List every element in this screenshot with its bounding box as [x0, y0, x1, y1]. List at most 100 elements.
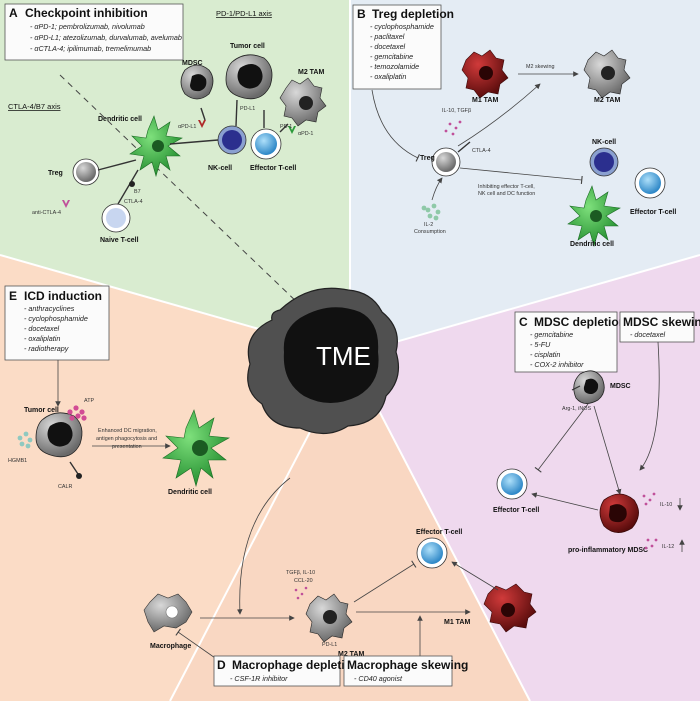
ctla4-axis-label: CTLA-4/B7 axis	[8, 102, 61, 111]
icd-legend-box	[4, 285, 110, 361]
dendritic-cell	[129, 115, 183, 178]
mdsc-skewing-item: - docetaxel	[630, 330, 666, 339]
il10-label: IL-10	[660, 502, 672, 508]
il12-dots	[644, 538, 658, 550]
treg-to-m2-arrow	[457, 83, 541, 147]
effector-t-cell-label: Effector T-cell	[416, 529, 462, 536]
macrophage-depletion-item: - CSF-1R inhibitor	[230, 674, 288, 683]
treg-item: - docetaxel	[370, 42, 406, 51]
checkpoint-legend-box	[4, 3, 184, 61]
mdsc-label: MDSC	[610, 383, 631, 390]
proinf-to-t-arrow	[531, 492, 599, 511]
icd-item: - oxaliplatin	[24, 334, 60, 343]
ccl20-label: CCL-20	[294, 578, 313, 584]
icd-item: - cyclophosphamide	[24, 314, 88, 323]
icd-item: - radiotherapy	[24, 344, 69, 353]
treg-item: - temozolamide	[370, 62, 419, 71]
calr-ligand	[76, 473, 82, 479]
panel-b-treg: B Treg depletion - cyclophosphamide - pa…	[352, 4, 676, 248]
cytokine-dots	[444, 120, 462, 136]
apd1-label: αPD-1	[298, 131, 313, 137]
pdl1-label: PD-L1	[240, 106, 255, 112]
calr-label: CALR	[58, 484, 72, 490]
m2-tam-label: M2 TAM	[594, 97, 620, 104]
skewing-arrow	[639, 341, 660, 471]
treg-item: - gemcitabine	[370, 52, 413, 61]
checkpoint-receptors	[97, 99, 289, 205]
inhibit-label-1: Inhibiting effector T-cell,	[478, 184, 535, 190]
checkpoint-item: - αCTLA-4; ipilimumab, tremelimumab	[30, 44, 151, 53]
checkpoint-item: - αPD-L1; atezolizumab, durvalumab, avel…	[30, 33, 182, 42]
checkpoint-title: Checkpoint inhibition	[25, 6, 148, 20]
tme-label: TME	[316, 341, 371, 371]
tme-cell	[247, 287, 399, 435]
il2-consumption-arrow	[431, 177, 443, 201]
macrophage-label: Macrophage	[150, 643, 191, 650]
antibody-marks	[62, 120, 206, 208]
icd-title: ICD induction	[24, 289, 102, 303]
mdsc-depletion-box	[514, 311, 618, 373]
treg-label: Treg	[420, 155, 435, 162]
nk-cell-label: NK-cell	[592, 139, 616, 146]
m2-inhibit-t-arrow	[353, 560, 417, 603]
icd-tumor-cell	[35, 412, 83, 458]
calr-stalk	[69, 461, 79, 475]
dendritic-cell-label: Dendritic cell	[98, 116, 142, 123]
treg-item: - paclitaxel	[370, 32, 405, 41]
effector-t-cell-label: Effector T-cell	[493, 507, 539, 514]
dendritic-cell-b	[567, 185, 621, 248]
mdsc-item: - 5-FU	[530, 340, 551, 349]
ctla4-label-b: CTLA-4	[472, 148, 491, 154]
tme-to-macrophage-arrow	[236, 477, 291, 615]
effector-t-cell-b	[634, 167, 666, 199]
mdsc-to-proinf-arrow	[593, 405, 622, 495]
panel-a-letter: A	[9, 6, 18, 20]
tumor-cell	[225, 54, 273, 100]
hmgb1-dots	[17, 431, 33, 449]
il2-dots	[421, 203, 441, 221]
dashed-axis-line	[59, 74, 301, 306]
mdsc-item: - gemcitabine	[530, 330, 573, 339]
nk-cell	[217, 125, 247, 155]
panel-b-letter: B	[357, 7, 366, 21]
m1-tam-label: M1 TAM	[472, 97, 498, 104]
panel-e-letter: E	[9, 289, 17, 303]
enhanced-label-2: antigen phagocytosis and	[96, 436, 157, 442]
anti-ctla4-label: anti-CTLA-4	[32, 210, 61, 216]
enhanced-label-3: presentation	[112, 444, 142, 450]
atp-dots	[67, 405, 87, 421]
macrophage-skewing-box	[343, 655, 453, 687]
effector-t-cell-c	[496, 468, 528, 500]
treg-legend-box	[352, 4, 442, 90]
pdl1-label: PD-L1	[322, 642, 337, 648]
panel-d-macrophage: Macrophage M2 TAM TGFβ, IL-10 CCL-20 PD-…	[143, 477, 537, 687]
m2-tam-label: M2 TAM	[298, 69, 324, 76]
effector-t-cell	[250, 128, 282, 160]
b7-ligand	[129, 181, 135, 187]
naive-t-cell-label: Naive T-cell	[100, 237, 139, 244]
ctla4-receptor	[457, 141, 471, 153]
inhibit-label-2: NK cell and DC function	[478, 191, 535, 197]
mdsc-item: - COX-2 inhibitor	[530, 360, 584, 369]
drug-inhibit-treg	[371, 89, 421, 162]
mdsc-cell	[180, 64, 214, 100]
m1-tam-cell-d	[483, 583, 537, 633]
m2-tam-cell-d	[305, 593, 353, 643]
apd1-marks	[288, 126, 296, 134]
depletion-inhibit-arrow	[175, 628, 219, 661]
sector-macrophage-orange	[170, 355, 530, 701]
checkpoint-item: - αPD-1; pembrolizumab, nivolumab	[30, 22, 145, 31]
treg-cell	[72, 158, 100, 186]
treg-cell-b	[431, 147, 461, 177]
atp-label: ATP	[84, 398, 94, 404]
hmgb1-label: HGMB1	[8, 458, 27, 464]
proinf-mdsc-label: pro-inflammatory MDSC	[568, 547, 648, 554]
il10-tgfb-label: IL-10, TGFβ	[442, 108, 471, 114]
ctla4-label: CTLA-4	[124, 199, 143, 205]
icd-dendritic-cell	[162, 409, 230, 488]
effector-t-cell-d	[416, 537, 448, 569]
il12-label: IL-12	[662, 544, 674, 550]
m2-tam-cell	[279, 77, 327, 127]
mdsc-skewing-box	[619, 311, 695, 343]
d-cytokine-dots	[294, 586, 308, 600]
